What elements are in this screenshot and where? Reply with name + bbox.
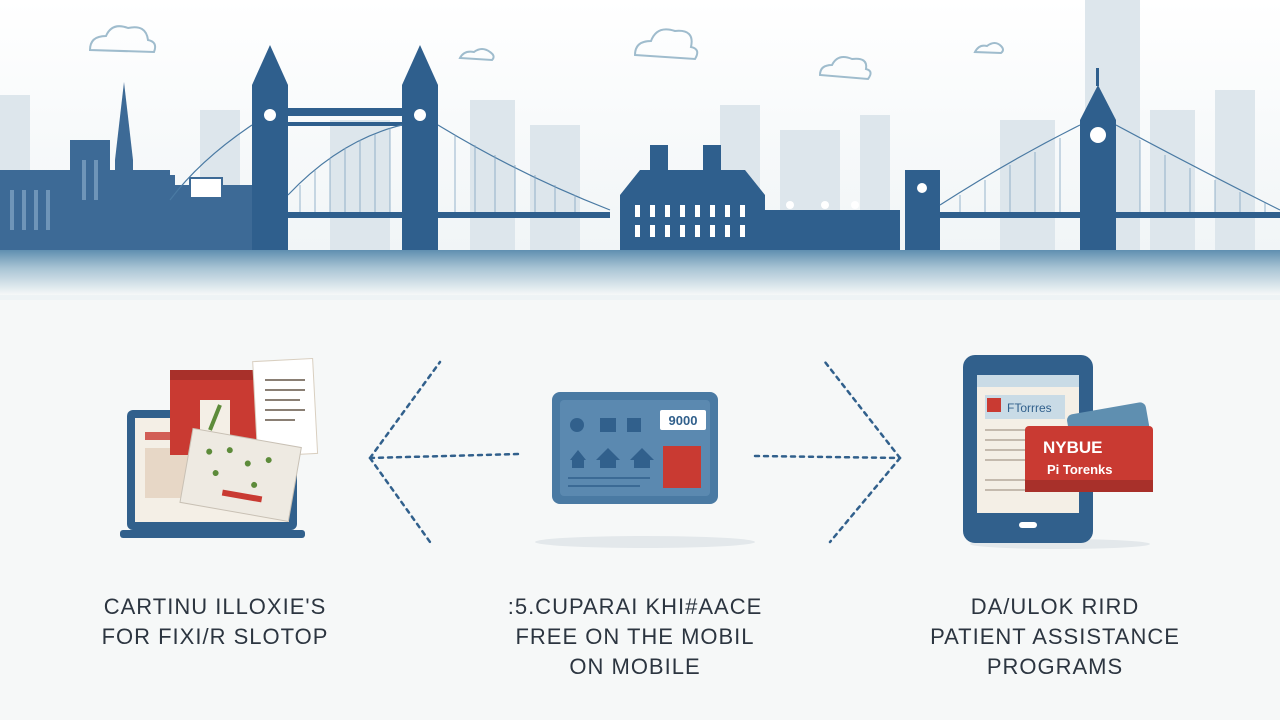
caption-1-line-2: FOR FIXI/R SLOTOP bbox=[101, 624, 329, 649]
caption-1: CARTINU ILLOXIE'S FOR FIXI/R SLOTOP bbox=[80, 592, 350, 652]
caption-1-line-1: CARTINU ILLOXIE'S bbox=[103, 594, 327, 619]
caption-3-line-1: DA/ULOK RIRD bbox=[970, 594, 1140, 619]
card-app-icon: 9000 bbox=[535, 392, 755, 548]
caption-3-line-2: PATIENT ASSISTANCE bbox=[930, 624, 1180, 649]
card-badge: 9000 bbox=[669, 413, 698, 428]
cloud-icon bbox=[88, 25, 1004, 81]
palace-icon bbox=[620, 145, 940, 255]
caption-2-line-2: FREE ON THE MOBIL bbox=[515, 624, 755, 649]
tablet-cards-icon: FTorrres NYBUE Pi Torenks bbox=[963, 355, 1153, 549]
caption-3-line-3: PROGRAMS bbox=[986, 654, 1124, 679]
parliament-icon bbox=[0, 82, 260, 250]
card-title: NYBUE bbox=[1043, 438, 1103, 457]
tablet-screen-title: FTorrres bbox=[1007, 401, 1052, 415]
big-ben-icon bbox=[939, 68, 1280, 258]
right-arrow-icon bbox=[753, 360, 902, 544]
caption-3: DA/ULOK RIRD PATIENT ASSISTANCE PROGRAMS bbox=[905, 592, 1205, 682]
london-skyline bbox=[0, 0, 1280, 300]
card-subtitle: Pi Torenks bbox=[1047, 462, 1113, 477]
left-arrow-icon bbox=[368, 360, 522, 544]
laptop-documents-icon bbox=[120, 357, 319, 538]
caption-2: :5.CUPARAI KHI#AACE FREE ON THE MOBIL ON… bbox=[480, 592, 790, 682]
caption-2-line-3: ON MOBILE bbox=[569, 654, 701, 679]
river bbox=[0, 250, 1280, 295]
tower-bridge-icon bbox=[169, 45, 611, 255]
caption-2-line-1: :5.CUPARAI KHI#AACE bbox=[507, 594, 763, 619]
